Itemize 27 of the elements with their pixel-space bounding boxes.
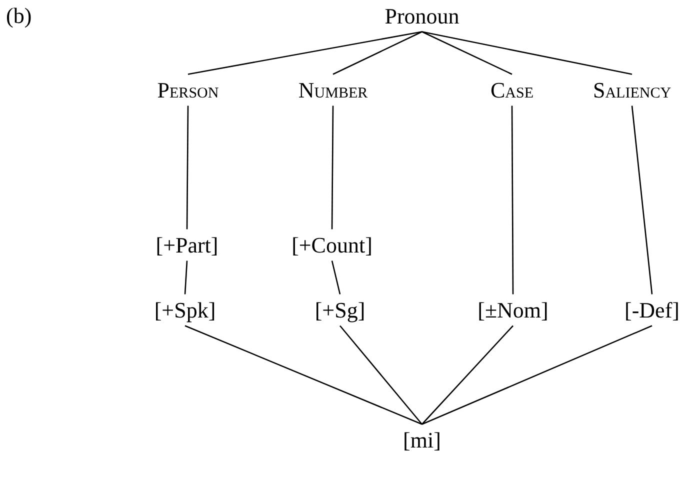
feature-value-label: [+Sg]	[314, 296, 366, 324]
feature-value-label: [+Count]	[292, 231, 372, 259]
tree-branch-line	[422, 325, 514, 425]
feature-value-label: [mi]	[403, 426, 441, 454]
feature-category-label: Number	[298, 76, 368, 104]
tree-branch-line	[184, 260, 188, 294]
feature-value-label: [+Spk]	[154, 296, 216, 324]
tree-branch-line	[511, 106, 514, 294]
tree-branch-line	[331, 106, 334, 230]
tree-branch-line	[184, 325, 422, 425]
tree-branch-line	[422, 31, 632, 75]
tree-branch-line	[422, 31, 512, 75]
tree-branch-line	[422, 325, 652, 425]
feature-value-label: [±Nom]	[478, 296, 548, 324]
tree-branch-line	[332, 31, 422, 75]
root-node-label: Pronoun	[384, 2, 460, 30]
tree-branch-line	[340, 325, 422, 425]
panel-label: (b)	[6, 2, 32, 30]
tree-branch-line	[186, 106, 189, 230]
feature-category-label: Case	[490, 76, 534, 104]
feature-category-label: Person	[157, 76, 219, 104]
feature-value-label: [-Def]	[624, 296, 680, 324]
feature-value-label: [+Part]	[156, 231, 218, 259]
tree-branch-line	[331, 260, 341, 294]
tree-branch-line	[188, 31, 422, 75]
feature-category-label: Saliency	[592, 76, 672, 104]
tree-branch-line	[631, 106, 653, 294]
